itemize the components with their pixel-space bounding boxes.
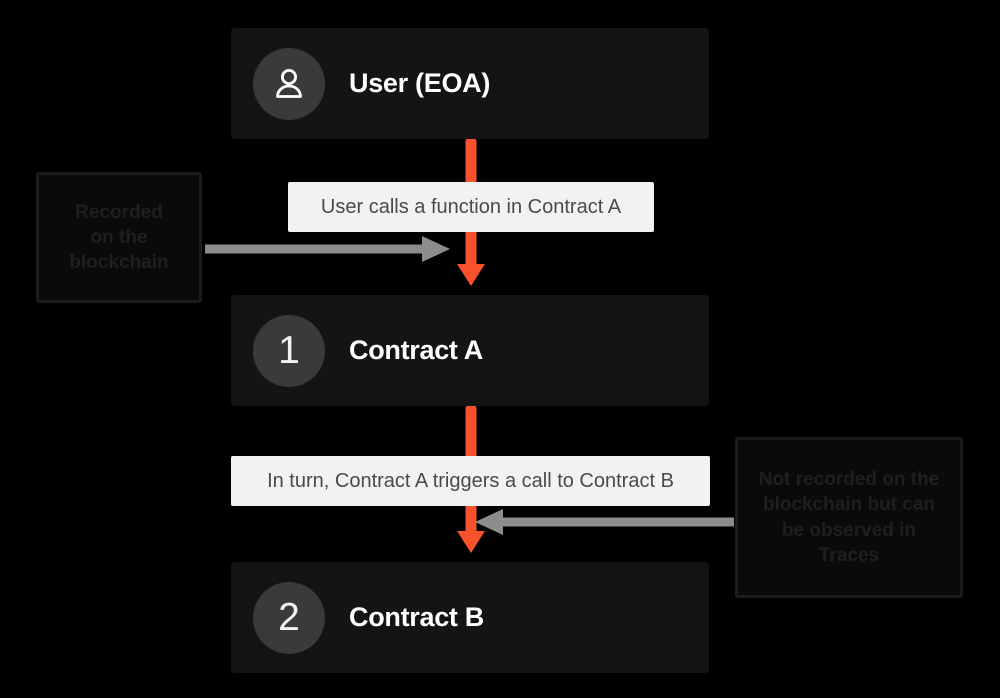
annotation-right-line-4: Traces	[818, 544, 880, 566]
annotation-right-line-2: blockchain but can	[762, 494, 936, 516]
gray-pointer-arrow-right	[475, 509, 734, 535]
call-label-2-text: In turn, Contract A triggers a call to C…	[267, 469, 674, 492]
person-icon	[276, 68, 302, 98]
step-number-2: 2	[278, 596, 300, 639]
gray-pointer-arrow-left	[205, 236, 450, 262]
node-contract-b-label: Contract B	[349, 602, 485, 632]
step-number-badge-1: 1	[253, 314, 325, 387]
person-avatar-badge	[253, 47, 325, 120]
annotation-right-line-1: Not recorded on the	[758, 469, 940, 491]
node-user-label: User (EOA)	[349, 68, 491, 98]
call-label-user-calls-contract-a: User calls a function in Contract A	[288, 182, 654, 232]
node-contract-a-label: Contract A	[349, 335, 484, 365]
annotation-not-recorded-on-blockchain: Not recorded on the blockchain but can b…	[735, 437, 963, 598]
node-user: User (EOA)	[231, 28, 709, 139]
annotation-left-text: Recorded on the blockchain	[69, 200, 168, 275]
annotation-recorded-on-blockchain: Recorded on the blockchain	[36, 172, 202, 303]
annotation-left-line-1: Recorded	[75, 201, 163, 223]
node-contract-b: 2 Contract B	[231, 562, 709, 673]
step-number-1: 1	[278, 329, 300, 372]
node-contract-a: 1 Contract A	[231, 295, 709, 406]
annotation-right-line-3: be observed in	[781, 519, 917, 541]
call-label-1-text: User calls a function in Contract A	[320, 195, 622, 218]
call-label-contract-a-calls-contract-b: In turn, Contract A triggers a call to C…	[231, 456, 710, 506]
annotation-left-line-2: on the	[90, 226, 148, 248]
step-number-badge-2: 2	[253, 581, 325, 654]
annotation-left-line-3: blockchain	[69, 252, 169, 274]
annotation-right-text: Not recorded on the blockchain but can b…	[759, 467, 940, 567]
